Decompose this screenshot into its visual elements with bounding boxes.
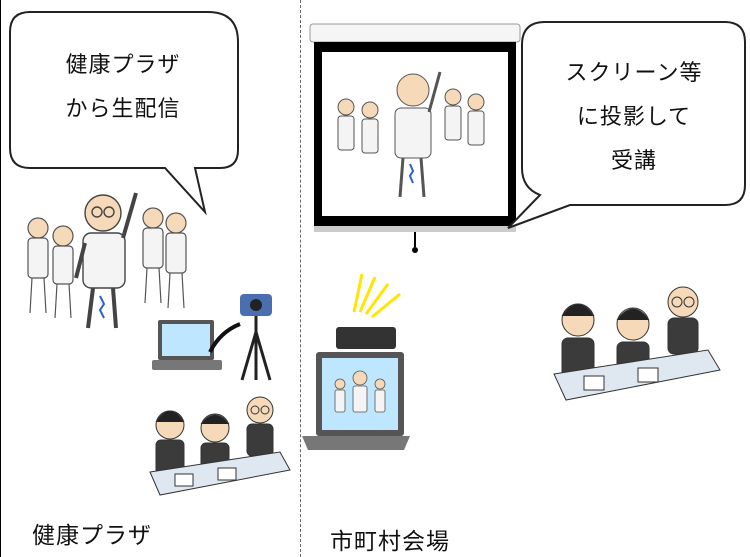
right-bubble-line-2: に投影して — [576, 105, 692, 130]
right-location-label: 市町村会場 — [330, 529, 450, 555]
right-bubble-text: スクリーン等 に投影して 受講 — [528, 52, 740, 184]
right-bubble-line-3: 受講 — [610, 149, 657, 174]
projector-with-laptop — [302, 273, 410, 450]
left-location-label: 健康プラザ — [32, 523, 152, 549]
left-bubble-text: 健康プラザ から生配信 — [18, 44, 228, 132]
frame-border — [0, 0, 1, 557]
left-audience-illustration — [149, 396, 291, 496]
left-bubble-line-1: 健康プラザ — [65, 53, 181, 78]
left-bubble-line-2: から生配信 — [65, 97, 181, 122]
streaming-laptop — [152, 320, 222, 370]
right-audience-illustration — [553, 286, 721, 401]
left-speech-bubble — [9, 11, 239, 216]
right-speech-bubble — [507, 21, 746, 229]
section-divider — [300, 0, 301, 557]
video-camera — [208, 294, 272, 381]
right-bubble-line-1: スクリーン等 — [565, 61, 703, 86]
projection-screen — [309, 23, 521, 253]
exercise-group-illustration — [27, 192, 187, 329]
